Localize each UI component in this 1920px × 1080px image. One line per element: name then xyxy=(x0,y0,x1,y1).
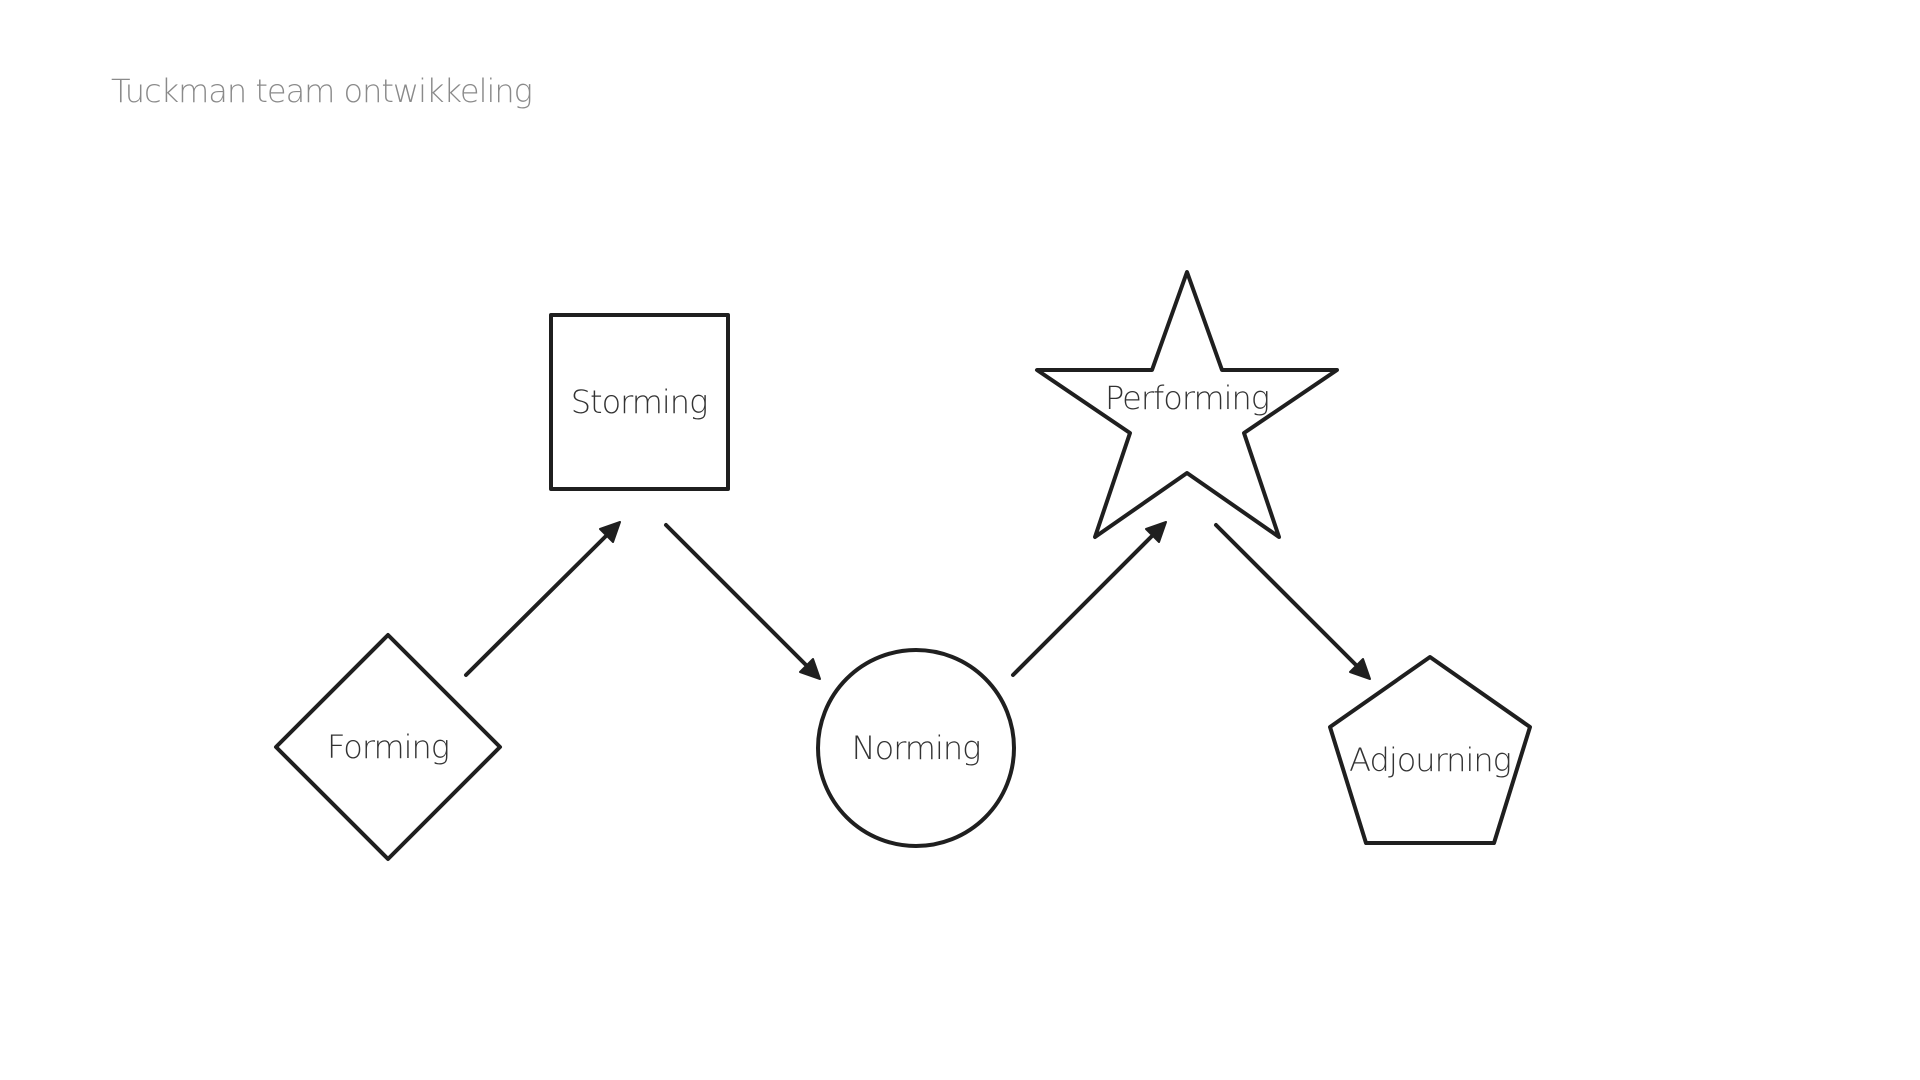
arrow-head xyxy=(799,658,821,680)
diamond-shape xyxy=(274,633,502,861)
arrow-head xyxy=(1145,521,1167,543)
edge-performing-to-adjourning xyxy=(1214,523,1371,680)
pentagon-shape xyxy=(1328,655,1532,845)
node-label-storming: Storming xyxy=(571,383,708,421)
node-adjourning: Adjourning xyxy=(1328,655,1532,845)
star-shape xyxy=(1035,270,1339,539)
arrow-line xyxy=(664,523,809,668)
node-label-performing: Performing xyxy=(1105,379,1269,417)
node-forming: Forming xyxy=(274,633,502,861)
square-shape xyxy=(549,313,730,491)
circle-shape xyxy=(816,648,1016,848)
arrow-line xyxy=(1011,533,1155,677)
slide-title: Tuckman team ontwikkeling xyxy=(111,72,533,110)
arrow-line xyxy=(1214,523,1359,668)
edge-storming-to-norming xyxy=(664,523,821,680)
arrow-head xyxy=(1349,658,1371,680)
node-performing: Performing xyxy=(1035,270,1339,539)
arrow-line xyxy=(464,533,609,677)
node-norming: Norming xyxy=(816,648,1016,848)
node-storming: Storming xyxy=(549,313,730,491)
edge-norming-to-performing xyxy=(1011,521,1167,677)
node-label-forming: Forming xyxy=(327,728,449,766)
arrow-head xyxy=(599,521,621,543)
node-label-adjourning: Adjourning xyxy=(1349,741,1511,779)
edge-forming-to-storming xyxy=(464,521,621,677)
node-label-norming: Norming xyxy=(852,729,981,767)
